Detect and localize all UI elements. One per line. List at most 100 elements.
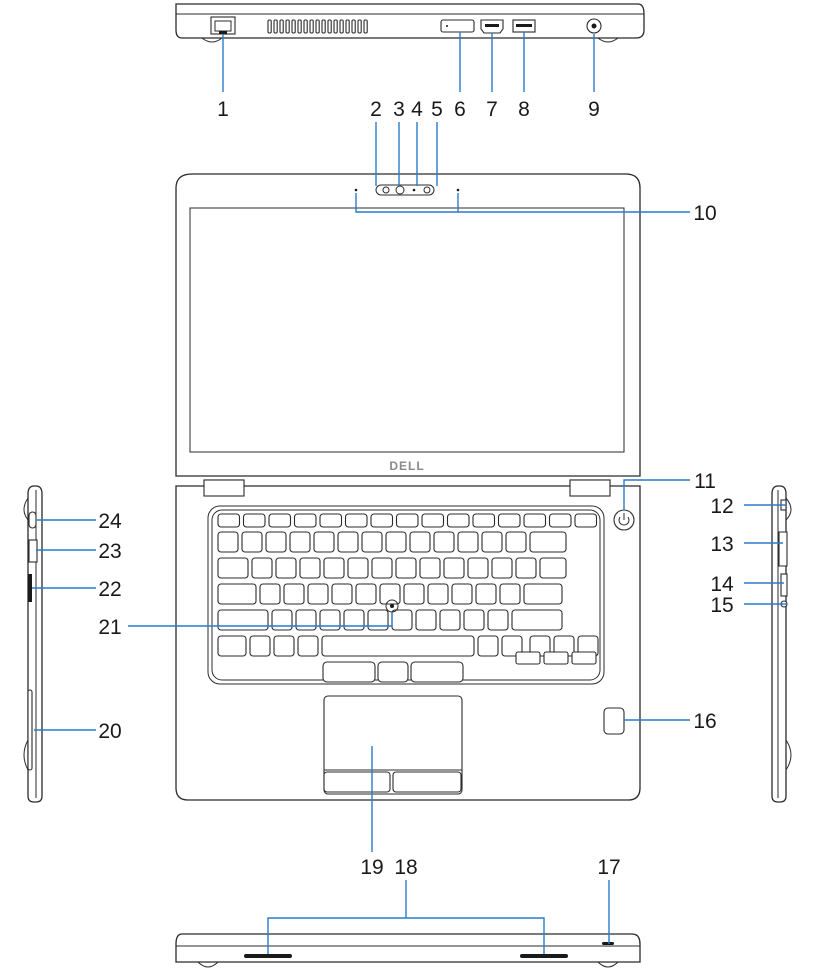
- keyboard-key: [421, 513, 445, 528]
- hdmi-port: [480, 19, 504, 34]
- power-connector: [586, 18, 602, 34]
- keyboard-key: [323, 557, 345, 579]
- power-button: [613, 509, 635, 531]
- keyboard-key: [446, 513, 470, 528]
- keyboard-key: [403, 583, 425, 605]
- stick-button-left: [322, 661, 376, 683]
- callout-10: 10: [693, 202, 716, 225]
- keyboard-key: [419, 557, 441, 579]
- keyboard-key: [273, 635, 295, 657]
- keyboard-key: [355, 583, 377, 605]
- stick-button-middle: [377, 661, 409, 683]
- vent-slot: [345, 19, 350, 34]
- keyboard-key: [457, 531, 479, 553]
- vent-slot: [309, 19, 314, 34]
- vent-slot: [321, 19, 326, 34]
- keyboard-key: [242, 513, 266, 528]
- vent-slot: [267, 19, 272, 34]
- callout-24: 24: [98, 510, 122, 533]
- keyboard-key: [371, 557, 393, 579]
- keyboard-key: [443, 557, 465, 579]
- keyboard-key: [481, 531, 503, 553]
- vent-slot: [273, 19, 278, 34]
- arrow-key: [571, 651, 597, 665]
- keyboard-key: [217, 635, 247, 657]
- vent-slot: [327, 19, 332, 34]
- keyboard-key: [217, 583, 257, 605]
- callout-19: 19: [360, 856, 383, 879]
- camera-module: [354, 184, 460, 196]
- keyboard-key: [467, 557, 489, 579]
- speaker-left: [244, 954, 292, 958]
- keyboard-key: [343, 609, 365, 631]
- vent-slot: [303, 19, 308, 34]
- usb-port-left: [28, 539, 38, 563]
- keyboard-key: [268, 513, 292, 528]
- usb-port-back: [512, 19, 536, 33]
- keyboard-key: [395, 557, 417, 579]
- keyboard-key: [283, 583, 305, 605]
- keyboard-key: [539, 557, 567, 579]
- keyboard-key: [265, 531, 287, 553]
- keyboard-key: [497, 513, 521, 528]
- keyboard: [217, 513, 599, 665]
- keyboard-key: [433, 531, 455, 553]
- callout-8: 8: [518, 98, 530, 121]
- callout-16: 16: [693, 710, 716, 733]
- keyboard-key: [241, 531, 263, 553]
- keyboard-key: [409, 531, 431, 553]
- sim-card-slot: [440, 19, 475, 33]
- callout-22: 22: [98, 578, 121, 601]
- ethernet-port: [210, 16, 236, 35]
- left-side-view: [23, 485, 43, 803]
- vent-slot: [333, 19, 338, 34]
- keyboard-key: [271, 609, 293, 631]
- keyboard-key: [463, 609, 485, 631]
- keyboard-key: [487, 609, 509, 631]
- keyboard-key: [337, 531, 359, 553]
- usb-port-right: [780, 573, 788, 597]
- keyboard-key: [515, 557, 537, 579]
- fingerprint-reader: [603, 707, 625, 735]
- keyboard-key: [259, 583, 281, 605]
- callout-13: 13: [710, 533, 733, 556]
- keyboard-key: [511, 609, 563, 631]
- keyboard-key: [505, 531, 527, 553]
- callout-18: 18: [394, 856, 417, 879]
- keyboard-key: [367, 609, 389, 631]
- keyboard-key: [251, 557, 273, 579]
- callout-1: 1: [217, 98, 229, 121]
- keyboard-key: [370, 513, 394, 528]
- vent-slot: [315, 19, 320, 34]
- callout-21: 21: [98, 616, 121, 639]
- keyboard-key: [321, 635, 475, 657]
- arrow-key: [543, 651, 569, 665]
- speaker-right: [520, 954, 568, 958]
- vent-slot: [285, 19, 290, 34]
- keyboard-key: [548, 513, 572, 528]
- callout-15: 15: [710, 594, 733, 617]
- callout-6: 6: [454, 98, 466, 121]
- keyboard-key: [319, 609, 341, 631]
- callout-5: 5: [431, 98, 443, 121]
- keyboard-key: [491, 557, 513, 579]
- arrow-key: [515, 651, 541, 665]
- keyboard-key: [217, 531, 239, 553]
- keyboard-key: [427, 583, 449, 605]
- keyboard-key: [249, 635, 271, 657]
- keyboard-key: [319, 513, 343, 528]
- keyboard-key: [574, 513, 598, 528]
- callout-lines: [32, 32, 787, 954]
- callout-14: 14: [710, 573, 734, 596]
- callout-17: 17: [597, 856, 620, 879]
- keyboard-key: [523, 583, 563, 605]
- callout-11: 11: [694, 470, 716, 493]
- smart-card-slot: [27, 689, 33, 771]
- touchpad-button-right: [392, 771, 462, 793]
- keyboard-key: [293, 513, 317, 528]
- dell-logo: DELL: [389, 459, 424, 473]
- usb-c-port: [28, 511, 37, 529]
- keyboard-key: [439, 609, 461, 631]
- keyboard-key: [289, 531, 311, 553]
